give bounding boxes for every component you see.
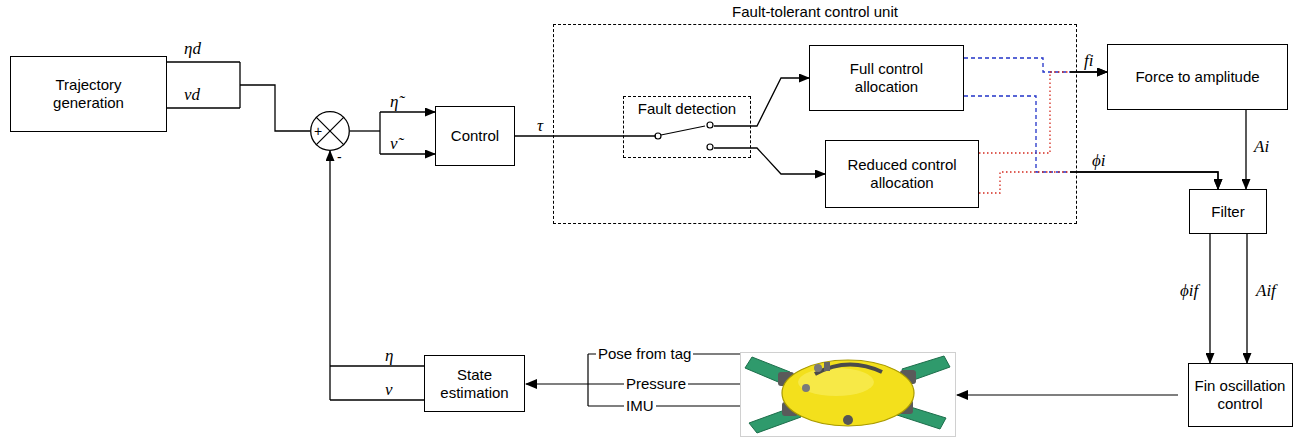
connector-line	[1070, 172, 1218, 189]
group-heading: Fault detection	[624, 100, 750, 118]
connector	[1246, 110, 1247, 189]
connector-line	[1070, 172, 1218, 189]
connector	[515, 136, 656, 137]
sign-label: -	[337, 149, 342, 165]
connector-line	[167, 61, 240, 62]
sensor-label: Pose from tag	[596, 345, 693, 363]
wire	[588, 405, 740, 406]
process-box: Reduced control allocation	[825, 140, 979, 208]
connector-line	[1070, 71, 1107, 72]
sensor-label: IMU	[624, 397, 656, 415]
sign-label: +	[314, 123, 322, 139]
connector-line	[515, 135, 656, 136]
switch-contact	[707, 144, 713, 150]
group-heading: Fault-tolerant control unit	[554, 3, 1076, 21]
box-label: State estimation	[434, 366, 516, 402]
robot-body	[782, 360, 914, 426]
connector	[1247, 234, 1248, 363]
box-label: Reduced control allocation	[841, 156, 963, 192]
connector-post	[824, 362, 830, 371]
process-box: Filter	[1189, 189, 1267, 234]
connector-line	[1245, 110, 1246, 189]
fault-detection-box: Fault detection	[623, 96, 751, 158]
box-label: Force to amplitude	[1135, 68, 1259, 86]
signal-label: τ	[537, 117, 543, 135]
connector-line	[1209, 234, 1210, 363]
port	[843, 415, 853, 425]
connector	[167, 62, 310, 131]
connector-line	[714, 148, 825, 174]
sensor-label: Pressure	[624, 375, 688, 393]
connector-line	[329, 151, 330, 400]
connector-line	[380, 111, 435, 112]
signal-label: fi	[1084, 52, 1093, 70]
signal-label: ϕi	[1092, 152, 1106, 170]
signal-label: ηd	[184, 40, 201, 58]
connector-line	[380, 153, 435, 154]
signal-label: η̃	[390, 93, 398, 111]
port	[802, 384, 810, 392]
wire-arrow	[957, 394, 1178, 395]
connector-line	[240, 85, 310, 131]
signal-label: Aif	[1256, 282, 1276, 300]
signal-label: η	[385, 347, 393, 365]
connector	[1210, 234, 1211, 363]
connector	[714, 148, 825, 174]
image-frame	[741, 353, 956, 437]
signal-label: ν̃	[390, 135, 398, 153]
signal-label: ϕif	[1180, 282, 1198, 300]
switch-symbol	[655, 122, 713, 150]
group-box: Fault-tolerant control unitFault detecti…	[553, 24, 1077, 224]
connector-line	[979, 172, 1070, 193]
connector-line	[167, 107, 240, 108]
connector-line	[964, 58, 1070, 72]
signal-label: νd	[184, 86, 200, 104]
connector-line	[979, 72, 1070, 153]
process-box: Trajectory generation	[10, 56, 167, 132]
wire-arrow	[526, 383, 588, 384]
box-label: Full control allocation	[832, 60, 942, 96]
process-box: Force to amplitude	[1107, 44, 1288, 110]
connector-line	[330, 365, 424, 366]
connector	[330, 151, 424, 400]
connector-line	[379, 112, 380, 154]
robot-illustration	[741, 353, 956, 437]
box-label: Trajectory generation	[39, 76, 139, 112]
switch-contact	[707, 122, 713, 128]
box-label: Filter	[1211, 203, 1244, 221]
connector-line	[350, 130, 380, 131]
signal-label: Ai	[1254, 138, 1269, 156]
signal-label: ν	[385, 381, 393, 399]
switch-lever	[661, 126, 705, 135]
process-box: Fin oscillation control	[1188, 363, 1293, 427]
circle-outline	[311, 112, 350, 151]
box-label: Control	[451, 127, 499, 145]
summing-junction: +-	[310, 111, 350, 151]
connector	[979, 72, 1107, 153]
process-box: Full control allocation	[809, 45, 964, 111]
connector-line	[964, 96, 1070, 172]
connector-line	[1070, 71, 1107, 72]
connector-line	[1246, 234, 1247, 363]
connector	[979, 172, 1218, 193]
process-box: Control	[435, 106, 515, 166]
highlight	[798, 368, 874, 396]
port	[814, 364, 822, 372]
wire	[587, 354, 588, 406]
connector	[350, 112, 435, 154]
connector-line	[330, 399, 424, 400]
process-box: State estimation	[424, 355, 525, 412]
box-label: Fin oscillation control	[1189, 377, 1292, 413]
